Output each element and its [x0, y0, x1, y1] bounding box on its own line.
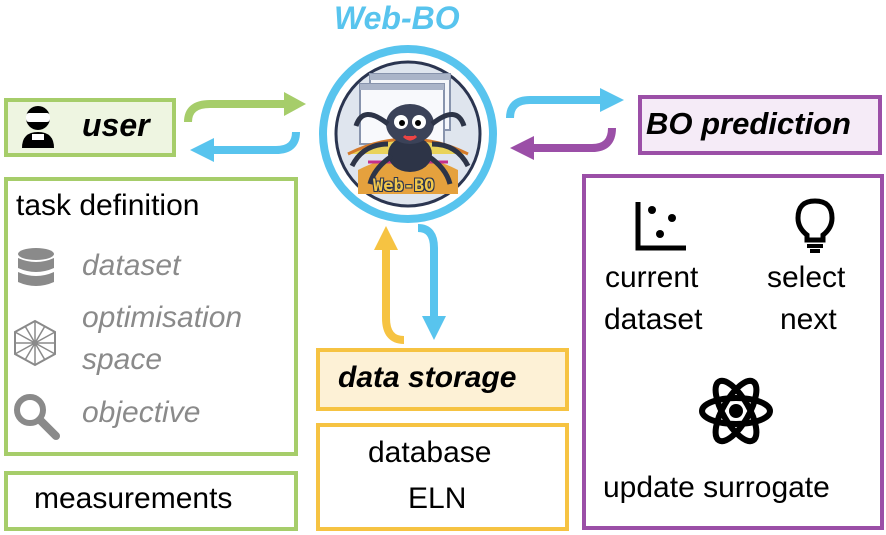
polyhedron-icon — [14, 319, 56, 367]
optimisation-item: optimisation — [82, 301, 243, 334]
data-storage-panel — [316, 423, 569, 531]
task-definition-title: task definition — [16, 189, 200, 222]
data-storage-header — [316, 348, 569, 411]
user-icon — [22, 106, 54, 148]
search-icon — [14, 394, 60, 440]
objective-item: objective — [82, 396, 201, 429]
database-label: database — [368, 436, 492, 469]
current-dataset-line1: current — [605, 261, 699, 294]
data-storage-label: data storage — [338, 361, 517, 394]
dataset-item: dataset — [82, 249, 181, 282]
task-definition-panel — [4, 177, 298, 456]
database-icon — [18, 248, 54, 286]
user-label: user — [82, 107, 150, 143]
select-next-line1: select — [767, 261, 846, 294]
space-item: space — [82, 343, 163, 376]
lightbulb-icon — [795, 198, 835, 253]
current-dataset-line2: dataset — [604, 303, 703, 336]
update-surrogate-label: update surrogate — [603, 471, 830, 504]
eln-label: ELN — [408, 482, 467, 515]
app-title: Web-BO — [334, 0, 460, 36]
bo-prediction-panel — [582, 174, 884, 530]
atom-icon — [699, 377, 773, 445]
scatter-plot-icon — [635, 202, 686, 251]
bo-prediction-label: BO prediction — [646, 106, 851, 141]
logo-text: Web-BO — [373, 176, 435, 196]
measurements-panel — [4, 471, 298, 531]
measurements-label: measurements — [34, 482, 233, 515]
web-bo-logo: Web-BO — [318, 44, 498, 224]
select-next-line2: next — [780, 303, 837, 336]
spider-logo-icon — [319, 45, 497, 223]
bo-prediction-header — [638, 95, 882, 155]
